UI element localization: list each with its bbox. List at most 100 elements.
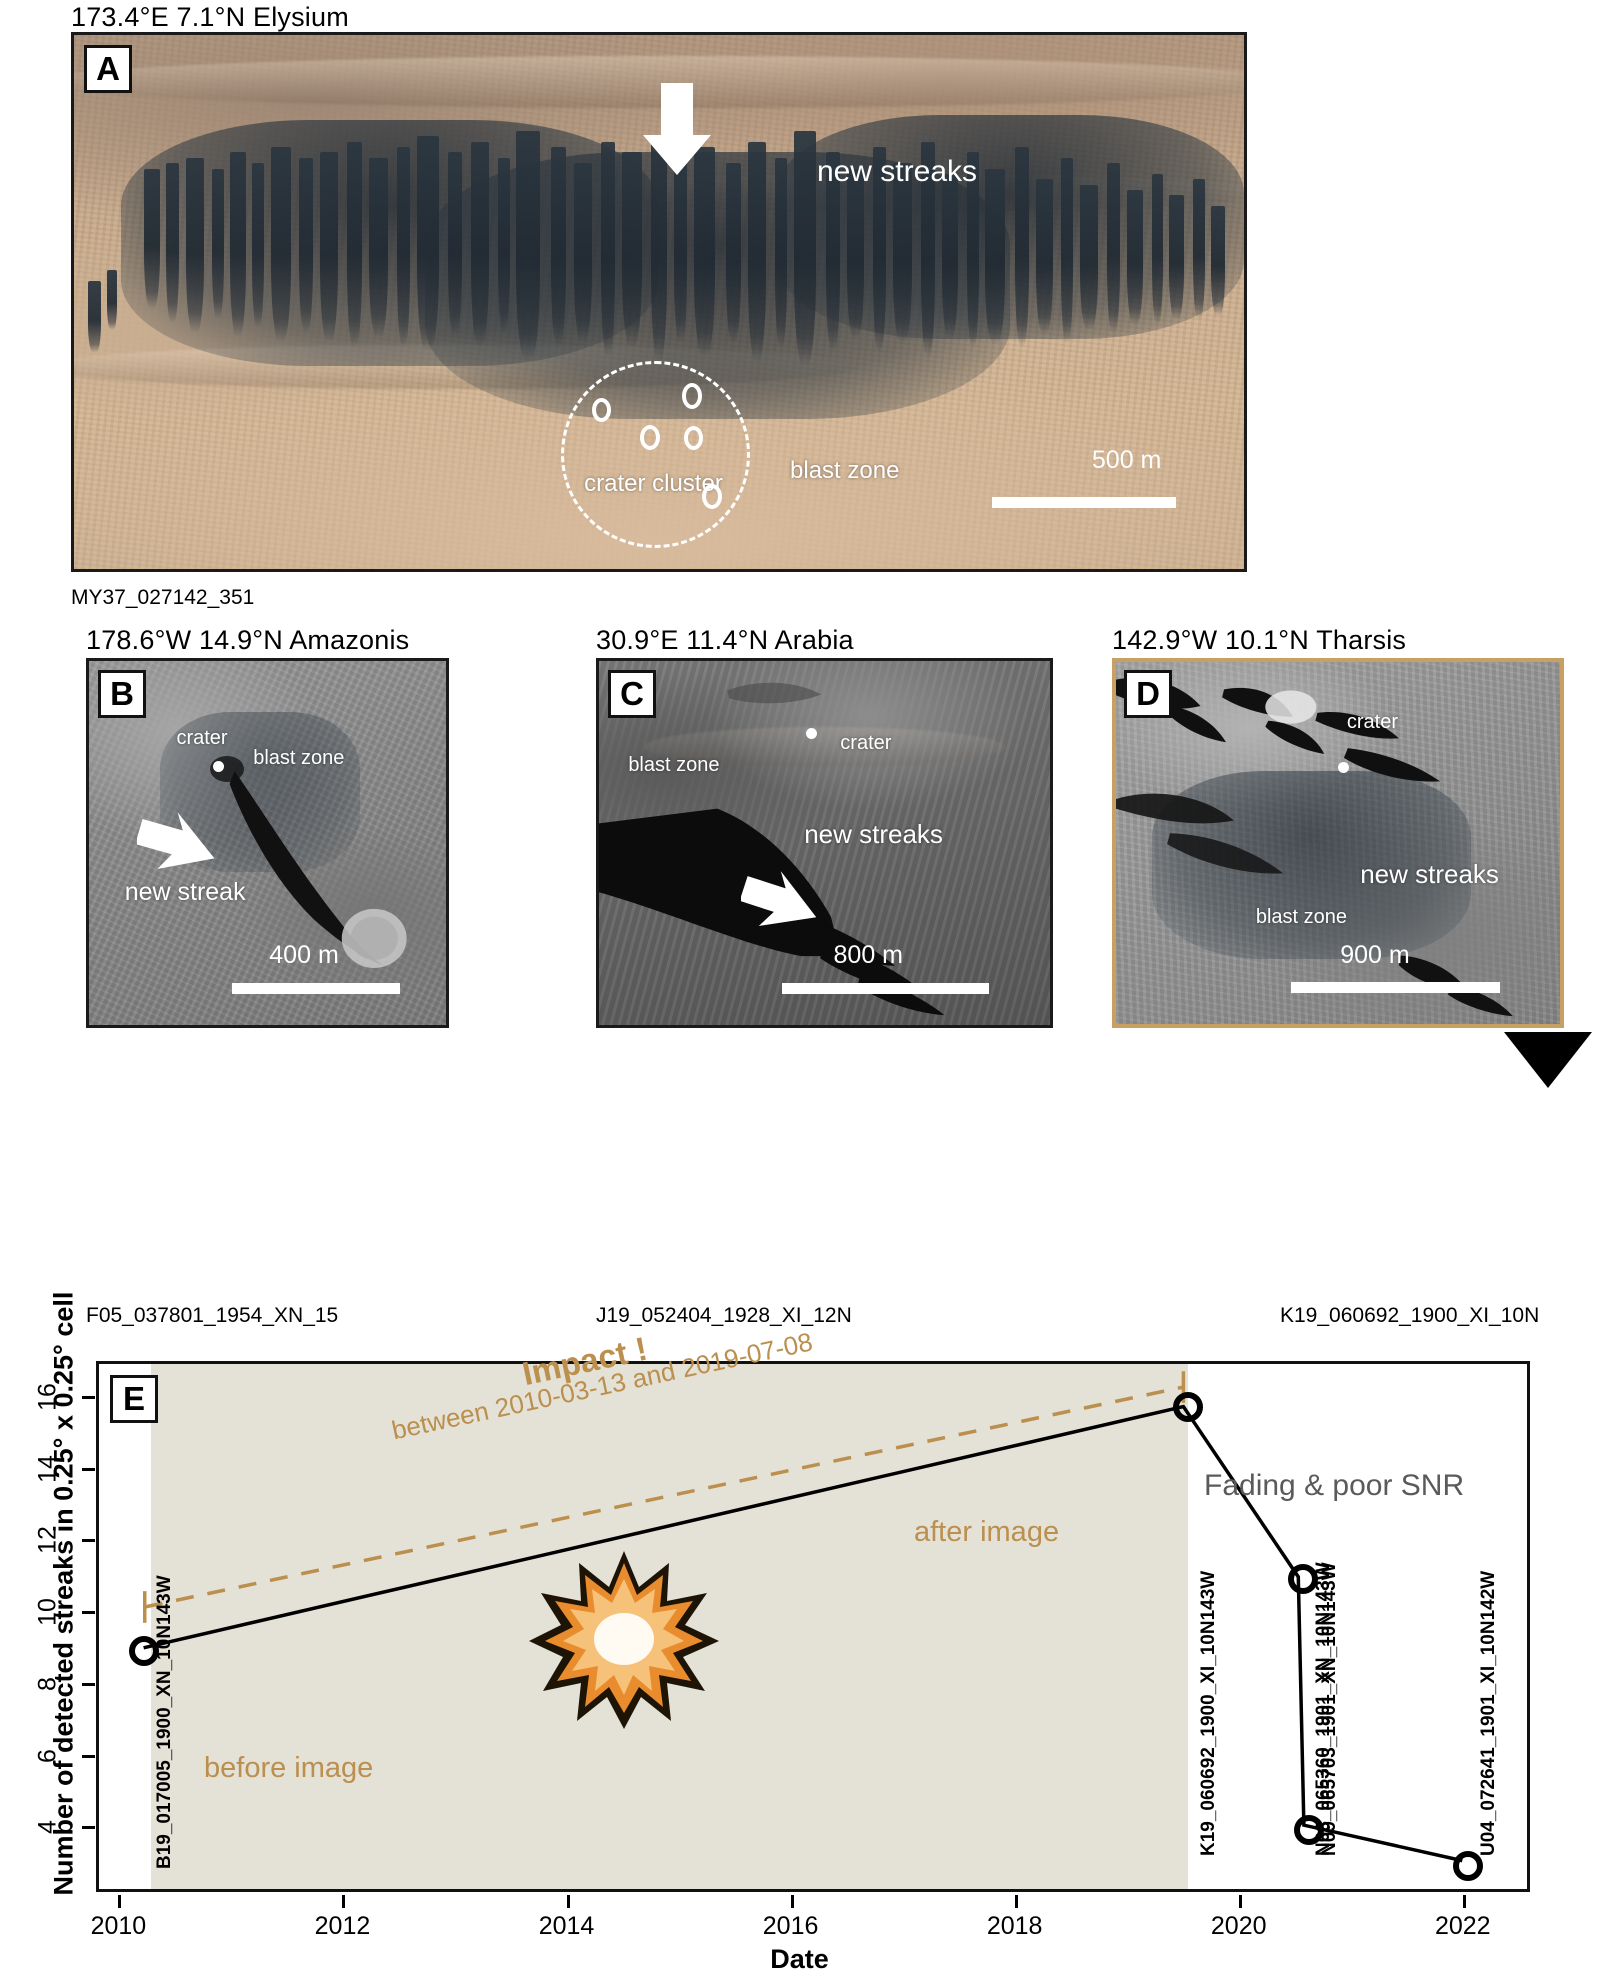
panel-d-blast-zone-label: blast zone <box>1255 906 1348 929</box>
panel-d-crater-label: crater <box>1346 710 1398 733</box>
x-axis-tick-label: 2020 <box>1210 1912 1267 1940</box>
crater-ring <box>592 398 612 423</box>
y-axis-tick-label: 8 <box>33 1676 62 1691</box>
panel-b-crater-label: crater <box>176 726 228 749</box>
y-axis-tick <box>82 1395 95 1399</box>
panel-d-coordinates: 142.9°W 10.1°N Tharsis <box>1112 625 1407 655</box>
crater-cluster-outline <box>560 360 751 548</box>
impact-interval-errorbar <box>145 1387 1184 1607</box>
data-point-image-id-label: N09_065703_1901_XN_10N143W <box>1318 1562 1340 1856</box>
panel-a-new-streaks-label: new streaks <box>816 155 978 189</box>
panel-c-new-streaks-label: new streaks <box>804 819 943 850</box>
data-point-marker[interactable] <box>128 1636 159 1667</box>
fading-poor-snr-label: Fading & poor SNR <box>1204 1469 1465 1502</box>
data-point-marker[interactable] <box>1172 1392 1203 1423</box>
pointer-arrow-icon <box>137 812 215 870</box>
x-axis-tick-label: 2016 <box>762 1912 819 1940</box>
blast-zone-shading <box>776 115 1244 340</box>
panel-b-image: crater blast zone new streak 400 m <box>86 658 449 1028</box>
y-axis-title: Number of detected streaks in 0.25° x 0.… <box>48 1291 79 1896</box>
scalebar-c <box>781 983 990 995</box>
scalebar-c-label: 800 m <box>833 941 903 970</box>
y-axis-tick-label: 14 <box>33 1454 62 1483</box>
panel-b-image-id: F05_037801_1954_XN_15 <box>86 1304 339 1327</box>
after-image-label: after image <box>914 1516 1060 1548</box>
crater-ring <box>702 483 723 509</box>
panel-letter-d: D <box>1124 670 1172 718</box>
data-point-image-id-label: U04_072641_1901_XI_10N142W <box>1478 1570 1500 1856</box>
y-axis-tick <box>82 1467 95 1471</box>
scalebar-d <box>1291 982 1501 994</box>
panel-letter-e: E <box>110 1375 158 1423</box>
x-axis-tick <box>790 1895 794 1908</box>
dark-streak-shape <box>1116 677 1513 1017</box>
x-axis-tick-label: 2012 <box>314 1912 371 1940</box>
scalebar-b <box>231 983 400 995</box>
panel-a-image-id: MY37_027142_351 <box>71 586 255 609</box>
panel-c-image: blast zone crater new streaks 800 m <box>596 658 1053 1028</box>
x-axis-tick <box>118 1895 122 1908</box>
before-image-label: before image <box>204 1752 374 1784</box>
panel-c-crater-label: crater <box>840 731 892 754</box>
panel-d-image-id: K19_060692_1900_XI_10N <box>1280 1304 1540 1327</box>
y-axis-tick <box>82 1611 95 1615</box>
panel-c-image-id: J19_052404_1928_XI_12N <box>596 1304 852 1327</box>
data-point-marker[interactable] <box>1293 1815 1324 1846</box>
data-point-image-id-label: B19_017005_1900_XN_10N143W <box>153 1575 175 1869</box>
y-axis-tick-label: 4 <box>33 1820 62 1835</box>
y-axis-tick <box>82 1754 95 1758</box>
data-point-marker[interactable] <box>1453 1851 1484 1882</box>
pointer-arrow-icon <box>741 871 817 927</box>
panel-c-blast-zone-label: blast zone <box>628 753 720 776</box>
crater-marker-dot <box>1338 761 1349 773</box>
crater-ring <box>640 424 661 450</box>
panel-b-coordinates: 178.6°W 14.9°N Amazonis <box>86 625 410 655</box>
crater-marker-dot <box>806 728 818 740</box>
terrain-ridge <box>74 56 1244 109</box>
crater-ring <box>683 426 703 451</box>
impact-explosion-icon <box>529 1551 719 1729</box>
panel-d-to-chart-connector-icon <box>1504 1032 1592 1088</box>
y-axis-tick-label: 6 <box>33 1748 62 1763</box>
panel-b-new-streak-label: new streak <box>124 877 246 906</box>
panel-b-blast-zone-label: blast zone <box>253 746 345 769</box>
panel-a-coordinates: 173.4°E 7.1°N Elysium <box>71 2 349 32</box>
x-axis-tick <box>566 1895 570 1908</box>
panel-letter-a: A <box>84 45 132 93</box>
x-axis-tick-label: 2018 <box>986 1912 1043 1940</box>
y-axis-tick <box>82 1682 95 1686</box>
panel-letter-c: C <box>608 670 656 718</box>
x-axis-tick-label: 2010 <box>90 1912 147 1940</box>
scalebar-a-label: 500 m <box>1091 446 1162 475</box>
panel-a-blast-zone-label: blast zone <box>790 456 900 484</box>
scalebar-b-label: 400 m <box>269 941 339 970</box>
y-axis-tick-label: 12 <box>33 1526 62 1555</box>
y-axis-tick-label: 10 <box>33 1598 62 1627</box>
x-axis-tick <box>1238 1895 1242 1908</box>
terrain-ridge <box>644 726 1005 767</box>
crater-marker-dot <box>213 761 225 773</box>
panel-d-new-streaks-label: new streaks <box>1360 859 1499 890</box>
panel-letter-b: B <box>98 670 146 718</box>
x-axis-tick <box>1014 1895 1018 1908</box>
x-axis-tick-label: 2014 <box>538 1912 595 1940</box>
panel-a-image: new streaks crater cluster blast zone 50… <box>71 32 1247 572</box>
y-axis-tick <box>82 1826 95 1830</box>
x-axis-tick <box>1462 1895 1466 1908</box>
data-point-image-id-label: K19_060692_1900_XI_10N143W <box>1197 1570 1219 1856</box>
scalebar-a <box>992 496 1177 508</box>
panel-d-image: crater new streaks blast zone 900 m <box>1112 658 1564 1028</box>
blast-zone-shading <box>1151 770 1472 959</box>
y-axis-tick-label: 16 <box>33 1382 62 1411</box>
data-point-marker[interactable] <box>1288 1564 1319 1595</box>
pointer-arrow-icon <box>643 83 712 176</box>
chart-overlay: B19_017005_1900_XN_10N143W K19_060692_190… <box>99 1364 1527 1889</box>
x-axis-tick <box>342 1895 346 1908</box>
x-axis-title: Date <box>770 1944 829 1974</box>
x-axis-tick-label: 2022 <box>1434 1912 1491 1940</box>
dark-streak-shape <box>229 771 407 968</box>
crater-ring <box>682 383 703 410</box>
chart-panel-e: B19_017005_1900_XN_10N143W K19_060692_190… <box>96 1326 1530 1892</box>
panel-c-coordinates: 30.9°E 11.4°N Arabia <box>596 625 854 655</box>
scalebar-d-label: 900 m <box>1340 940 1410 969</box>
